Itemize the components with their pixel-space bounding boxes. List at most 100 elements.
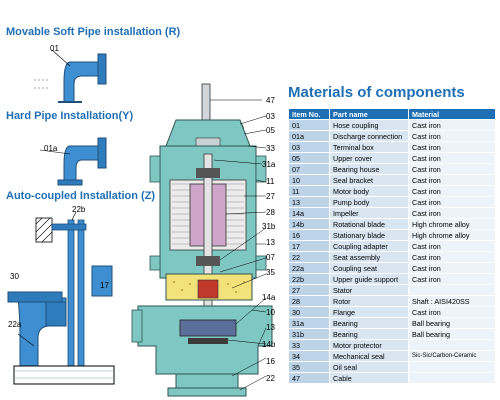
item-no-cell: 14b [288,218,330,230]
item-no-cell: 10 [288,174,330,186]
part-name-cell: Rotor [329,295,409,307]
item-no-cell: 05 [288,152,330,164]
label-27: 27 [266,192,275,201]
item-no-cell: 01 [288,119,330,131]
part-name-cell: Coupling seat [329,262,409,274]
auto-install-title: Auto-coupled Installation (Z) [6,190,156,202]
soft-pipe-illustration [34,49,107,103]
item-no-cell: 33 [288,339,330,351]
label-07: 07 [266,253,275,262]
part-name-cell: Stator [329,284,409,296]
movable-install-title: Movable Soft Pipe installation (R) [6,26,181,38]
item-no-cell: 31a [288,317,330,329]
part-name-cell: Terminal box [329,141,409,153]
material-cell: High chrome alloy [408,229,496,241]
label-13: 13 [266,238,275,247]
material-cell: Cast iron [408,196,496,208]
materials-header-row: Item No. Part name Material [288,108,496,120]
label-01: 01 [50,44,59,53]
material-cell: Ball bearing [408,317,496,329]
part-name-cell: Pump body [329,196,409,208]
item-no-cell: 01a [288,130,330,142]
item-no-cell: 28 [288,295,330,307]
material-cell: Cast iron [408,273,496,285]
part-name-cell: Discharge connection [329,130,409,142]
part-name-cell: Oil seal [329,361,409,373]
part-name-cell: Upper guide support [329,273,409,285]
material-cell: Sic-Sic/Carbon-Ceramic [408,350,496,362]
label-03: 03 [266,112,275,121]
part-name-cell: Bearing [329,328,409,340]
material-cell: Cast iron [408,141,496,153]
label-28: 28 [266,208,275,217]
label-17: 17 [100,281,109,290]
material-cell: Shaft : AISI420SS [408,295,496,307]
item-no-cell: 30 [288,306,330,318]
item-no-cell: 31b [288,328,330,340]
material-cell: Cast iron [408,185,496,197]
header-item-no: Item No. [288,108,330,120]
material-cell: Cast iron [408,130,496,142]
label-10: 10 [266,308,275,317]
material-cell: Cast iron [408,207,496,219]
label-22a: 22a [8,320,22,329]
label-31a: 31a [262,160,276,169]
material-cell: Cast iron [408,251,496,263]
item-no-cell: 22b [288,273,330,285]
material-cell [408,361,496,373]
header-material: Material [408,108,496,120]
material-cell [408,372,496,384]
material-cell: Cast iron [408,240,496,252]
header-part-name: Part name [329,108,409,120]
material-cell: Ball bearing [408,328,496,340]
label-33: 33 [266,144,275,153]
label-01a: 01a [44,144,58,153]
item-no-cell: 22a [288,262,330,274]
item-no-cell: 11 [288,185,330,197]
part-name-cell: Rotational blade [329,218,409,230]
item-no-cell: 27 [288,284,330,296]
item-no-cell: 17 [288,240,330,252]
part-name-cell: Motor body [329,185,409,197]
part-name-cell: Motor protector [329,339,409,351]
material-cell: Cast iron [408,163,496,175]
part-name-cell: Impeller [329,207,409,219]
part-name-cell: Mechanical seal [329,350,409,362]
material-cell: Cast iron [408,152,496,164]
part-name-cell: Coupling adapter [329,240,409,252]
part-name-cell: Stationary blade [329,229,409,241]
label-22b: 22b [72,205,86,214]
label-13-lower: 13 [266,323,275,332]
part-name-cell: Flange [329,306,409,318]
material-cell: Cast iron [408,306,496,318]
part-name-cell: Upper cover [329,152,409,164]
part-name-cell: Seal bracket [329,174,409,186]
label-30: 30 [10,272,19,281]
item-no-cell: 47 [288,372,330,384]
item-no-cell: 35 [288,361,330,373]
hard-install-title: Hard Pipe Installation(Y) [6,110,134,122]
label-14a: 14a [262,293,276,302]
part-name-cell: Bearing house [329,163,409,175]
label-31b: 31b [262,222,276,231]
